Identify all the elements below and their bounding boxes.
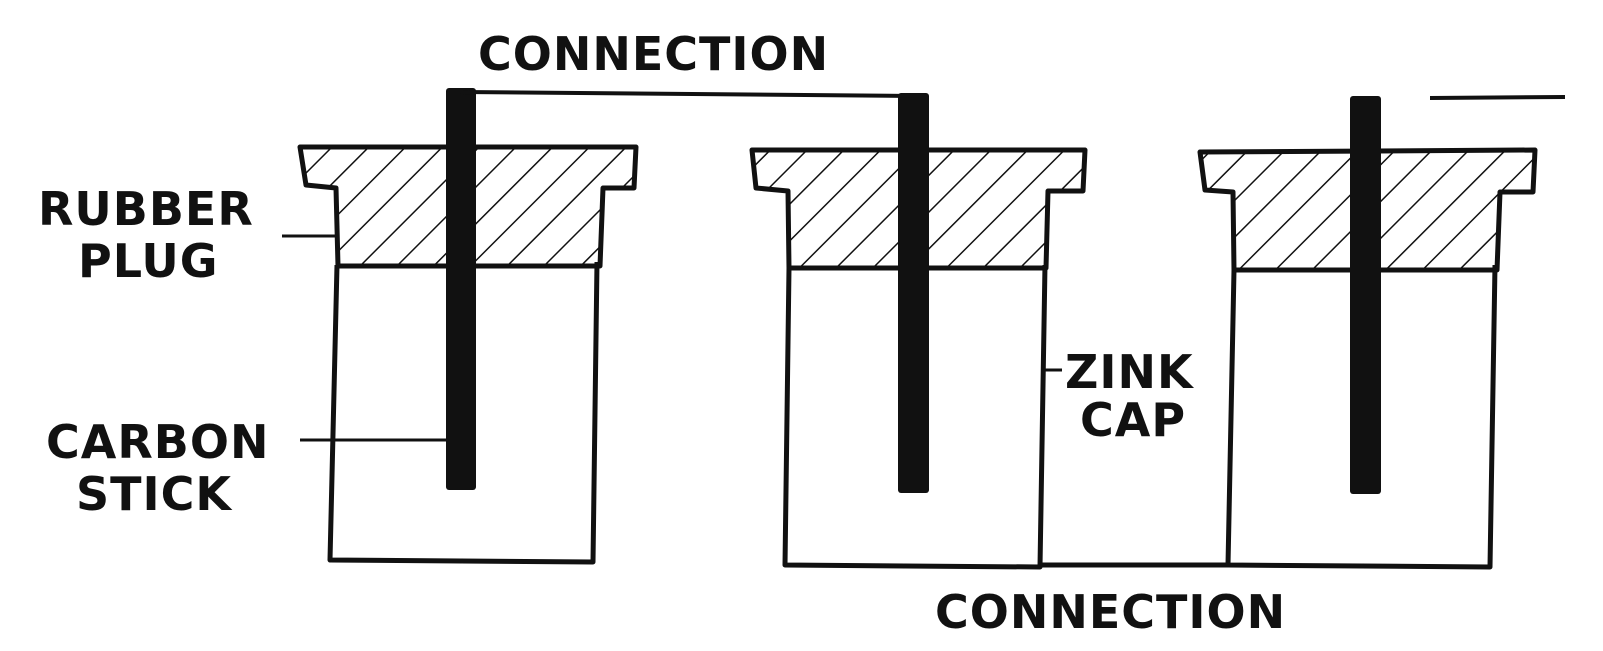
cell-3-output-wire xyxy=(1429,95,1566,100)
label-rubber-plug-line2: PLUG xyxy=(78,234,219,288)
label-connection-bottom: CONNECTION xyxy=(935,585,1286,639)
cell-1 xyxy=(297,88,639,565)
label-carbon-stick-line2: STICK xyxy=(76,467,233,521)
label-rubber-plug-line1: RUBBER xyxy=(38,182,254,236)
cell-1-carbon-stick xyxy=(446,88,476,490)
cell-3-cup xyxy=(1225,264,1498,570)
cell-3-carbon-stick xyxy=(1350,96,1381,494)
cell-2-cup xyxy=(782,264,1048,570)
top-connection-wire xyxy=(460,90,915,98)
label-zink-cap-line2: CAP xyxy=(1080,393,1186,447)
cell-2 xyxy=(749,93,1088,570)
cell-2-carbon-stick xyxy=(898,93,929,493)
label-carbon-stick-line1: CARBON xyxy=(46,415,269,469)
cell-1-cup xyxy=(327,261,600,565)
label-zink-cap-line1: ZINK xyxy=(1065,345,1195,399)
cell-3 xyxy=(1197,96,1538,570)
label-connection-top: CONNECTION xyxy=(478,27,829,81)
